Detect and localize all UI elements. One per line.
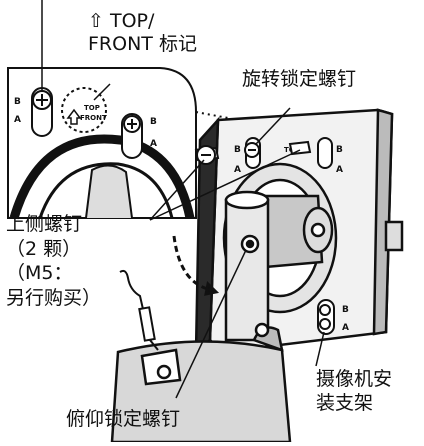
plate-mark-b-2: B (336, 145, 343, 155)
tilt-lock-screw-label: 俯仰锁定螺钉 (66, 408, 181, 430)
swivel-lock-screw-label: 旋转锁定螺钉 (242, 68, 357, 90)
inset-mark-a-right: A (150, 139, 157, 149)
inset-mark-b-left: B (14, 97, 21, 107)
plate-mark-b-1: B (234, 145, 241, 155)
swivel-lock-screw-icon (310, 222, 326, 238)
safety-wire (119, 269, 159, 351)
plate-mark-a-3: A (342, 323, 349, 333)
rotation-arrow-icon (172, 235, 220, 296)
inset-mark-a-left: A (14, 115, 21, 125)
screw-icon (32, 90, 52, 110)
upper-screw-right (244, 140, 312, 158)
arrow-up-outline-icon (66, 108, 82, 125)
top-front-mark-label: ⇧ TOP/ FRONT 标记 (88, 10, 197, 55)
leader-lines (41, 0, 325, 399)
camera-bracket-label: 摄像机安 装支架 (316, 368, 393, 414)
plate-mark-a-1: A (234, 165, 241, 175)
tilt-arm (224, 190, 270, 342)
inset-detail (7, 67, 229, 220)
inset-mark-front: FRONT (80, 114, 107, 122)
upper-screws-label: 上侧螺钉 （2 颗） （M5： 另行购买） (6, 213, 102, 310)
camera-body (110, 322, 292, 444)
plate-mark-a-2: A (336, 165, 343, 175)
inset-mark-b-right: B (150, 117, 157, 127)
upper-screw-left (194, 145, 220, 165)
plate-mark-b-3: B (342, 305, 349, 315)
inset-mark-top: TOP (84, 104, 100, 112)
